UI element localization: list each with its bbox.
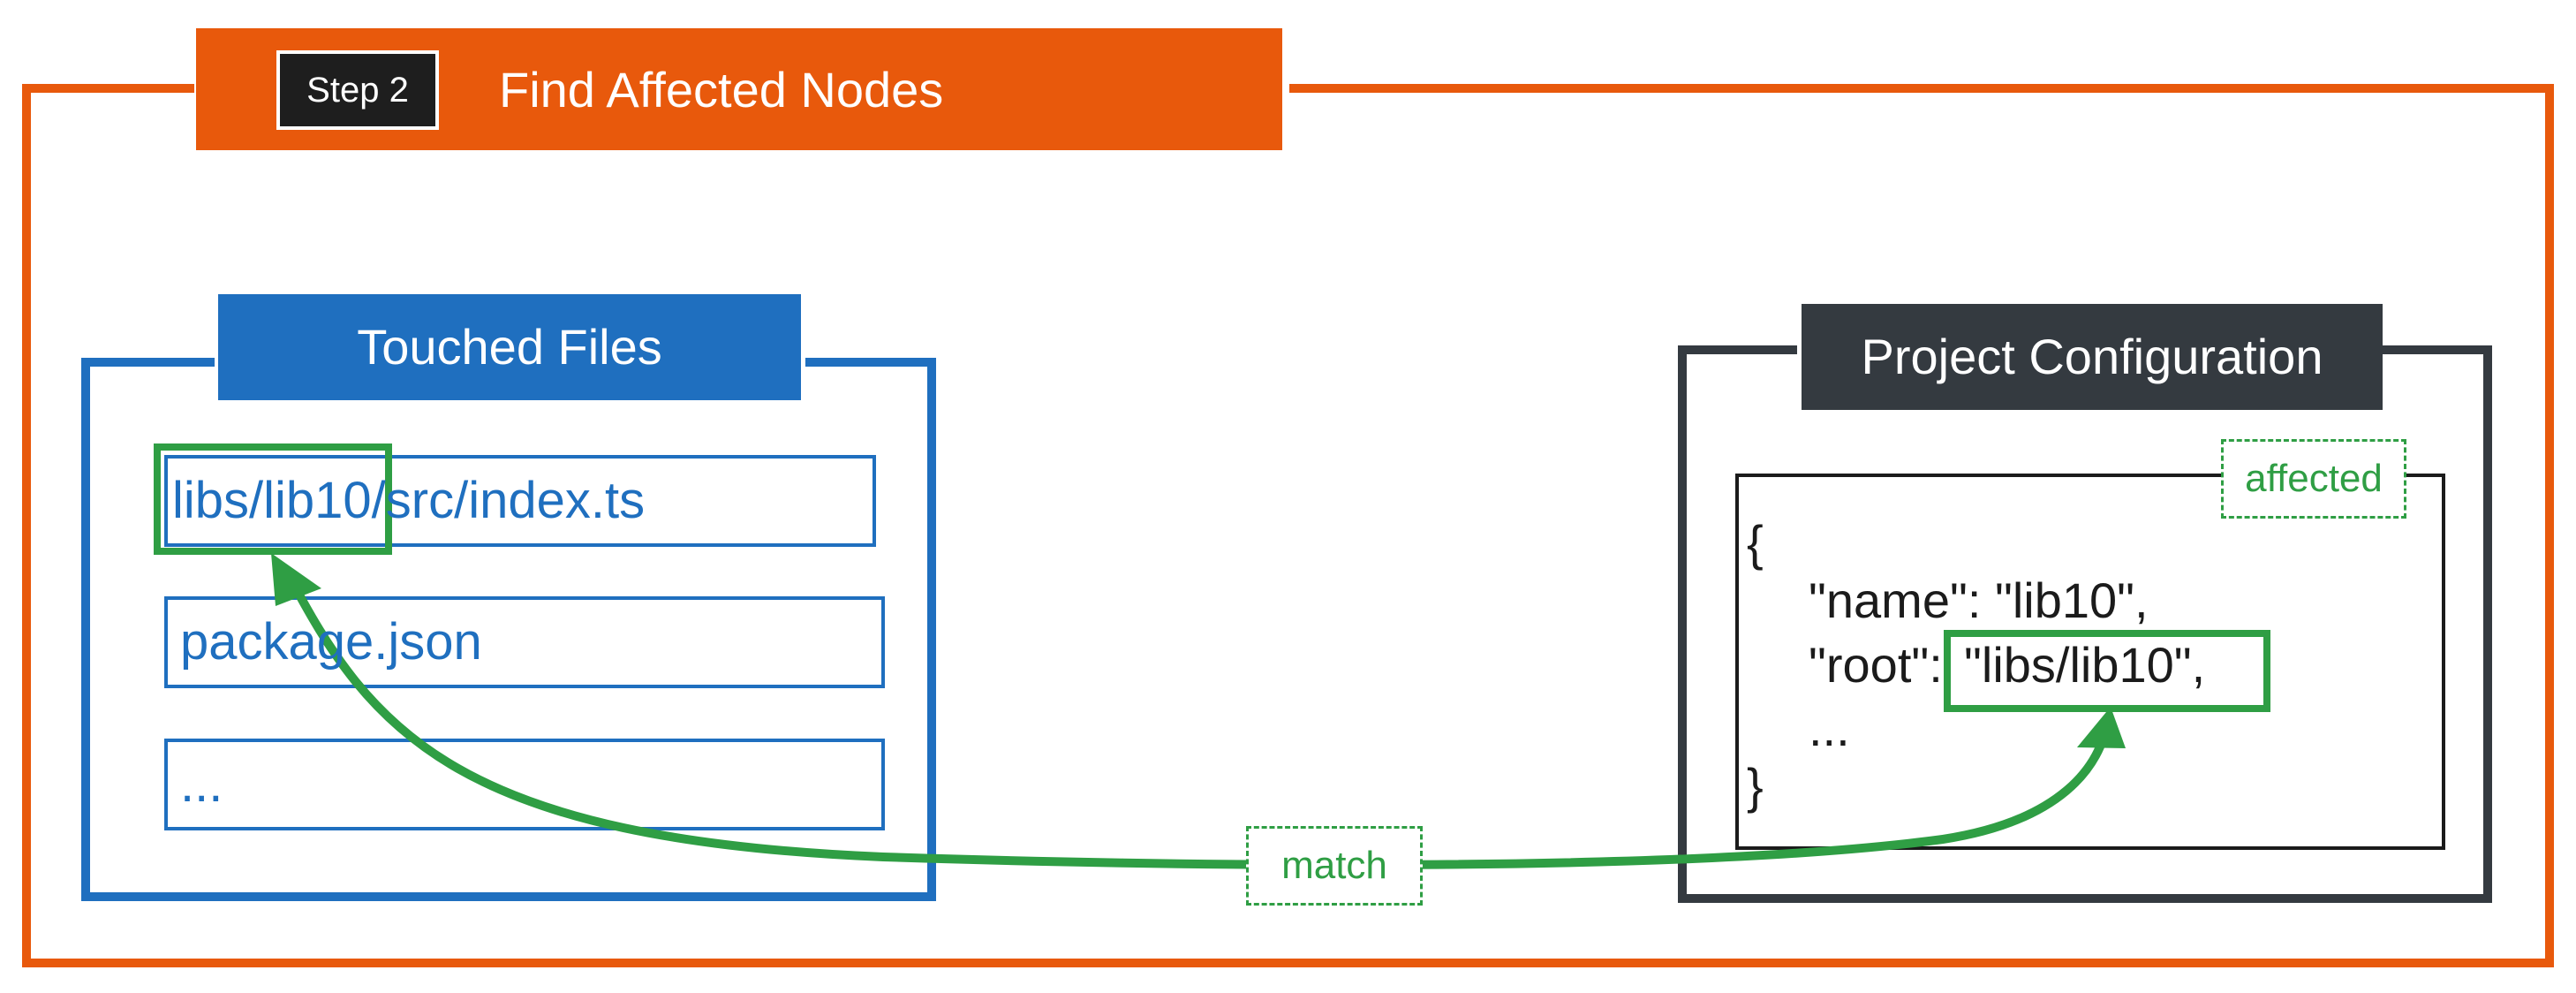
highlight-libs-lib10-file <box>154 443 392 555</box>
project-config-header-bg <box>1802 304 2383 410</box>
file-row-3-label: ... <box>180 755 223 813</box>
code-line-ellipsis: ... <box>1809 701 1850 756</box>
touched-files-header: Touched Files <box>357 319 662 375</box>
highlight-root-value <box>1944 630 2270 712</box>
arrowhead-left-icon <box>271 553 321 606</box>
code-line-close-brace: } <box>1747 758 1764 814</box>
match-connector-curve <box>283 569 2112 869</box>
code-line-name: "name": "lib10", <box>1809 572 2149 628</box>
code-box <box>1735 474 2445 850</box>
file-row-1 <box>164 455 876 547</box>
touched-files-frame <box>81 358 936 901</box>
touched-files-header-bg <box>218 294 801 400</box>
affected-badge: affected <box>2221 439 2406 519</box>
file-row-3 <box>164 739 885 830</box>
project-config-header: Project Configuration <box>1861 329 2323 384</box>
file-row-2 <box>164 596 885 688</box>
code-line-root-key: "root": <box>1809 637 1943 693</box>
code-line-open-brace: { <box>1747 515 1764 571</box>
file-row-2-label: package.json <box>180 613 482 671</box>
arrowhead-right-icon <box>2077 707 2126 748</box>
project-config-frame <box>1678 345 2492 903</box>
step-badge <box>276 50 439 130</box>
step-badge-label: Step 2 <box>306 71 409 110</box>
step-title: Find Affected Nodes <box>499 62 944 117</box>
file-row-1-label: libs/lib10/src/index.ts <box>172 472 646 529</box>
code-line-root-value: "libs/lib10", <box>1964 637 2206 693</box>
step-frame <box>22 84 2554 967</box>
match-label: match <box>1246 826 1423 906</box>
